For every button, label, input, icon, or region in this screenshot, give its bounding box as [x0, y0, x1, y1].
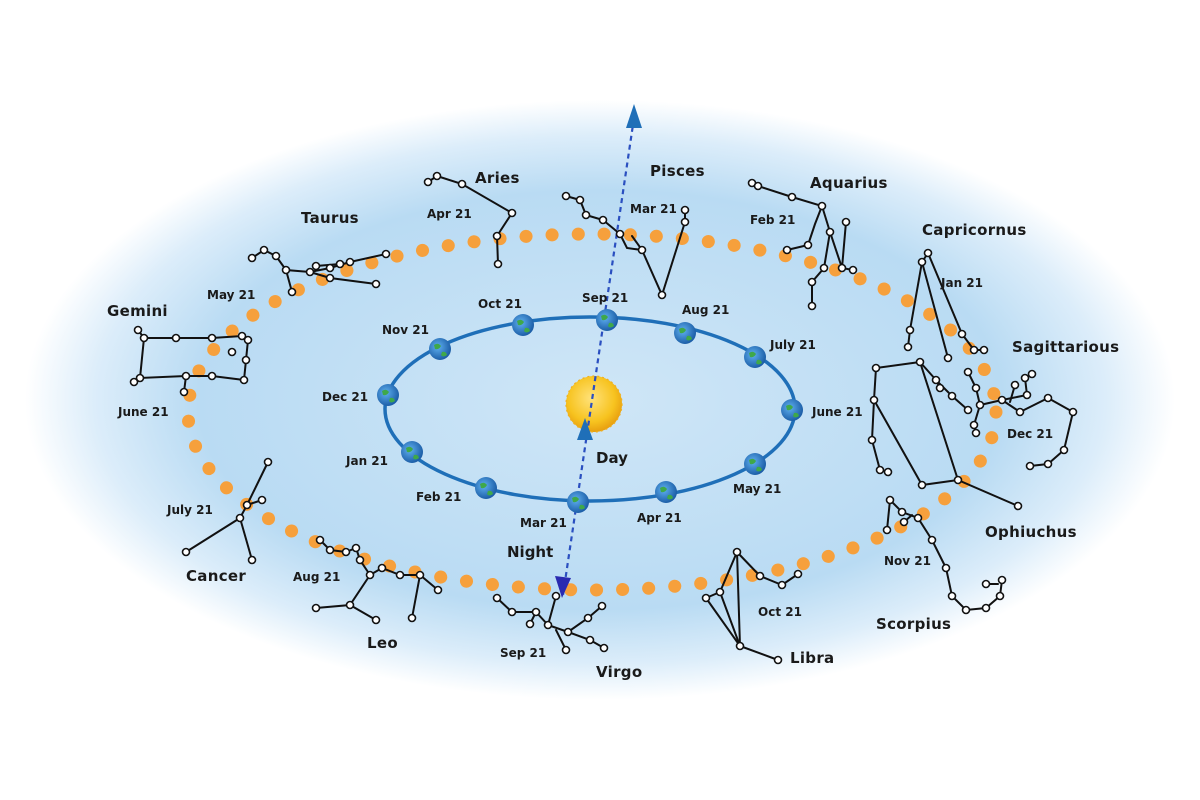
constellation-date: Jan 21 [940, 276, 983, 290]
constellation-ophiuchus [867, 357, 1023, 511]
orbit-month-label: Aug 21 [682, 303, 729, 317]
orbit-month-labels: Sep 21 Aug 21 July 21 June 21 May 21 Apr… [322, 291, 863, 530]
sun [566, 376, 622, 432]
sun-texture [565, 375, 623, 433]
orbit-month-label: Apr 21 [637, 511, 682, 525]
orbit-month-label: Sep 21 [582, 291, 628, 305]
arrow-day-head [577, 418, 593, 440]
earth-icons [377, 309, 803, 513]
earth-icon [475, 477, 497, 499]
earth-icon [596, 309, 618, 331]
constellation-taurus [247, 245, 391, 297]
constellation-name: Ophiuchus [985, 523, 1077, 541]
orbit-month-label: Dec 21 [322, 390, 368, 404]
constellation-scorpius [882, 495, 1007, 615]
constellation-name: Gemini [107, 302, 168, 320]
constellation-date: Dec 21 [1007, 427, 1053, 441]
constellation-name: Cancer [186, 567, 246, 585]
orbit-month-label: Oct 21 [478, 297, 522, 311]
earth-icon [429, 338, 451, 360]
constellation-aquarius [747, 178, 858, 311]
constellation-name: Scorpius [876, 615, 951, 633]
constellation-virgo [492, 591, 609, 655]
orbit-month-label: Nov 21 [382, 323, 429, 337]
orbit-month-label: Mar 21 [520, 516, 567, 530]
earth-icon [744, 346, 766, 368]
constellation-name: Aries [475, 169, 520, 187]
constellation-sagittarius [963, 367, 1078, 471]
constellation-names: Aries Pisces Aquarius Capricornus Sagitt… [107, 162, 1119, 681]
earth-icon [512, 314, 534, 336]
arrow-night-head [555, 576, 571, 598]
constellation-date: Aug 21 [293, 570, 340, 584]
earth-icon [744, 453, 766, 475]
earth-icon [655, 481, 677, 503]
constellation-name: Capricornus [922, 221, 1027, 239]
constellation-dates: Apr 21 Mar 21 Feb 21 Jan 21 Dec 21 Nov 2… [117, 202, 1053, 660]
constellation-name: Pisces [650, 162, 705, 180]
constellation-name: Leo [367, 634, 398, 652]
day-label: Day [596, 449, 628, 467]
orbit-month-label: Jan 21 [345, 454, 388, 468]
earth-icon [377, 384, 399, 406]
constellation-name: Taurus [301, 209, 359, 227]
constellation-name: Aquarius [810, 174, 888, 192]
constellation-date: May 21 [207, 288, 255, 302]
constellation-date: Sep 21 [500, 646, 546, 660]
constellation-libra [701, 547, 803, 665]
ecliptic-band [181, 227, 1003, 597]
earth-icon [781, 399, 803, 421]
orbit-month-label: Feb 21 [416, 490, 461, 504]
earth-icon [567, 491, 589, 513]
earth-icon [401, 441, 423, 463]
constellation-gemini [129, 325, 253, 397]
constellation-date: Apr 21 [427, 207, 472, 221]
constellation-leo [311, 535, 443, 625]
constellation-cancer [181, 457, 273, 565]
constellation-pisces [561, 191, 690, 300]
constellation-capricornus [903, 248, 989, 363]
orbit-month-label: July 21 [769, 338, 816, 352]
constellation-name: Virgo [596, 663, 642, 681]
constellation-aries [423, 171, 517, 269]
constellation-name: Sagittarious [1012, 338, 1119, 356]
constellation-date: Mar 21 [630, 202, 677, 216]
orbit-month-label: May 21 [733, 482, 781, 496]
constellation-date: Nov 21 [884, 554, 931, 568]
orbit-month-label: June 21 [811, 405, 863, 419]
constellation-date: June 21 [117, 405, 169, 419]
constellation-date: Oct 21 [758, 605, 802, 619]
constellation-date: Feb 21 [750, 213, 795, 227]
earth-icon [674, 322, 696, 344]
constellation-date: July 21 [166, 503, 213, 517]
night-label: Night [507, 543, 553, 561]
arrow-up-head [626, 104, 642, 128]
constellation-name: Libra [790, 649, 834, 667]
